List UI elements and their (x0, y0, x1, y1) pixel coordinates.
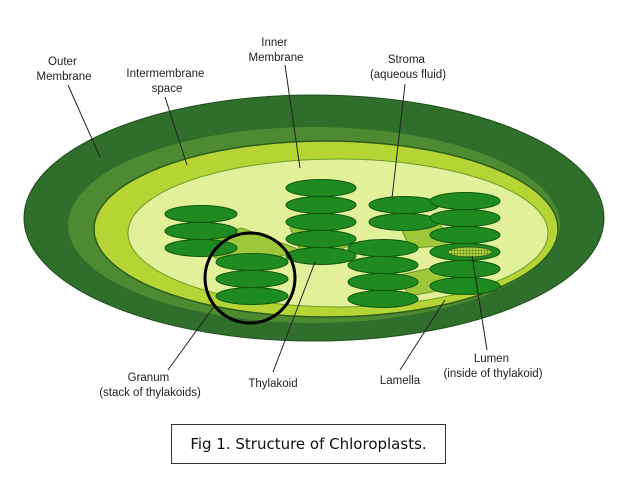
leader-intermembrane-space (164, 96, 188, 166)
lumen-section (447, 246, 493, 258)
thylakoid (285, 230, 357, 248)
thylakoid (215, 253, 289, 271)
thylakoid (347, 290, 419, 308)
leader-lumen (471, 255, 488, 351)
leader-granum (167, 304, 216, 371)
thylakoid (285, 196, 357, 214)
thylakoid (347, 256, 419, 274)
label-inner-membrane: Inner Membrane (249, 37, 304, 64)
thylakoid (215, 270, 289, 288)
thylakoid (429, 209, 501, 227)
figure-caption: Fig 1. Structure of Chloroplasts. (171, 424, 446, 464)
thylakoid (164, 222, 238, 240)
label-granum: Granum (stack of thylakoids) (99, 372, 201, 399)
label-intermembrane-space: Intermembrane space (126, 68, 207, 95)
thylakoid (285, 247, 357, 265)
label-stroma: Stroma (aqueous fluid) (370, 54, 446, 81)
leader-outer-membrane (67, 84, 101, 158)
thylakoid (429, 226, 501, 244)
granum-highlight-circle (203, 231, 297, 325)
thylakoid (368, 196, 440, 214)
label-outer-membrane: Outer Membrane (37, 56, 92, 83)
thylakoid (164, 239, 238, 257)
thylakoid (429, 192, 501, 210)
thylakoid (347, 273, 419, 291)
thylakoid (347, 239, 419, 257)
thylakoid (285, 179, 357, 197)
leader-thylakoid (272, 261, 316, 373)
label-thylakoid: Thylakoid (248, 378, 297, 390)
label-lamella: Lamella (380, 375, 421, 387)
leader-stroma (391, 83, 406, 199)
thylakoid (215, 287, 289, 305)
thylakoid (285, 213, 357, 231)
thylakoid (429, 260, 501, 278)
leader-inner-membrane (284, 64, 301, 169)
label-lumen: Lumen (inside of thylakoid) (443, 353, 542, 380)
thylakoid (429, 277, 501, 295)
leader-lamella (399, 299, 446, 371)
thylakoid (164, 205, 238, 223)
thylakoid (368, 213, 440, 231)
